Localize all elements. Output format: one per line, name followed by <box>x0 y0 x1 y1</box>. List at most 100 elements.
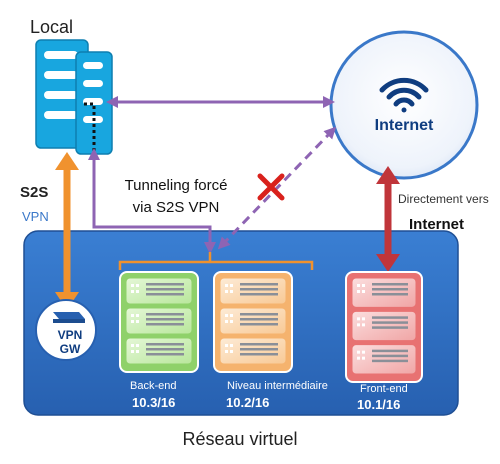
server-line <box>240 353 278 356</box>
server-line <box>372 326 408 329</box>
frontend-tier-subnet: 10.1/16 <box>357 397 400 412</box>
server-line <box>146 288 184 291</box>
server-vent-dot <box>357 356 360 360</box>
frontend-tier <box>345 271 423 383</box>
on-premises-servers <box>35 39 113 155</box>
server-line <box>372 293 408 296</box>
server-line <box>372 288 408 291</box>
server-line <box>372 349 408 353</box>
server-vent-dot <box>357 284 360 287</box>
server-vent-dot <box>131 314 134 317</box>
forced-tunneling-label-2: via S2S VPN <box>133 199 220 216</box>
server-vent-dot <box>136 344 139 347</box>
backend-tier <box>119 271 199 373</box>
server-vent-dot <box>230 344 233 347</box>
s2s-label: S2S <box>20 184 48 201</box>
server-vent-dot <box>357 323 360 327</box>
vpn-label: VPN <box>22 209 49 224</box>
server-vent-dot <box>362 350 365 354</box>
server-vent-dot <box>225 290 228 293</box>
server-line <box>146 343 184 346</box>
forced-tunneling-path <box>88 148 216 254</box>
server-vent-dot <box>230 284 233 287</box>
server-line <box>372 354 408 358</box>
server-vent-dot <box>362 356 365 360</box>
server-line <box>146 348 184 351</box>
server-vent-dot <box>131 350 134 353</box>
server-line <box>372 321 408 324</box>
server-vent-dot <box>131 284 134 287</box>
wifi-icon <box>379 77 429 113</box>
local-label: Local <box>30 17 73 37</box>
server-unit <box>125 277 193 305</box>
internet-node: Internet <box>329 30 479 180</box>
server-unit <box>351 344 417 375</box>
server-line <box>240 288 278 291</box>
server-unit <box>219 337 287 365</box>
server-unit <box>125 337 193 365</box>
server-vent-dot <box>230 314 233 317</box>
forced-tunneling-label-1: Tunneling forcé <box>125 177 228 194</box>
frontend-tier-name: Front-end <box>360 383 408 395</box>
server-line <box>372 283 408 286</box>
server-vent-dot <box>131 344 134 347</box>
internet-label: Internet <box>375 117 434 134</box>
middle-tier-name: Niveau intermédiaire <box>227 380 328 392</box>
server-vent-dot <box>225 320 228 323</box>
server-vent-dot <box>225 344 228 347</box>
router-icon <box>53 312 85 323</box>
blocked-direct-path <box>217 126 337 250</box>
server-line <box>146 318 184 321</box>
server-vent-dot <box>131 290 134 293</box>
server-vent-dot <box>357 350 360 354</box>
server-unit <box>219 277 287 305</box>
server-line <box>146 283 184 286</box>
tier-group-brace <box>118 252 314 270</box>
vpn-gw-label-1: VPN <box>58 328 83 342</box>
server-vent-dot <box>362 323 365 327</box>
vpn-gw-label-2: GW <box>60 342 81 356</box>
server-vent-dot <box>136 320 139 323</box>
middle-tier-subnet: 10.2/16 <box>226 395 269 410</box>
server-vent-dot <box>357 290 360 293</box>
direct-internet-link <box>376 166 400 272</box>
server-unit <box>351 310 417 342</box>
server-line <box>146 353 184 356</box>
server-vent-dot <box>225 314 228 317</box>
server-vent-dot <box>225 284 228 287</box>
server-vent-dot <box>136 350 139 353</box>
server-line <box>240 293 278 296</box>
server-vent-dot <box>136 290 139 293</box>
server-line <box>372 359 408 363</box>
vnet-label: Réseau virtuel <box>182 429 297 449</box>
server-line <box>146 313 184 316</box>
server-vent-dot <box>230 350 233 353</box>
middle-tier <box>213 271 293 373</box>
server-vent-dot <box>131 320 134 323</box>
server-vent-dot <box>362 317 365 321</box>
direct-label-2: Internet <box>409 216 464 233</box>
server-line <box>240 348 278 351</box>
backend-tier-subnet: 10.3/16 <box>132 395 175 410</box>
server-line <box>240 318 278 321</box>
server-vent-dot <box>230 290 233 293</box>
server-vent-dot <box>357 317 360 321</box>
server-line <box>146 323 184 326</box>
direct-label-1: Directement vers <box>398 192 489 206</box>
server-unit <box>125 307 193 335</box>
server-vent-dot <box>230 320 233 323</box>
server-line <box>240 343 278 346</box>
server-line <box>146 293 184 296</box>
blocked-x-icon <box>257 173 285 201</box>
server-vent-dot <box>362 284 365 287</box>
server-vent-dot <box>136 284 139 287</box>
server-line <box>240 313 278 316</box>
server-vent-dot <box>225 350 228 353</box>
server-line <box>240 323 278 326</box>
server-unit <box>351 277 417 308</box>
server-unit <box>219 307 287 335</box>
server-line <box>372 316 408 319</box>
server-vent-dot <box>136 314 139 317</box>
server-vent-dot <box>362 290 365 293</box>
